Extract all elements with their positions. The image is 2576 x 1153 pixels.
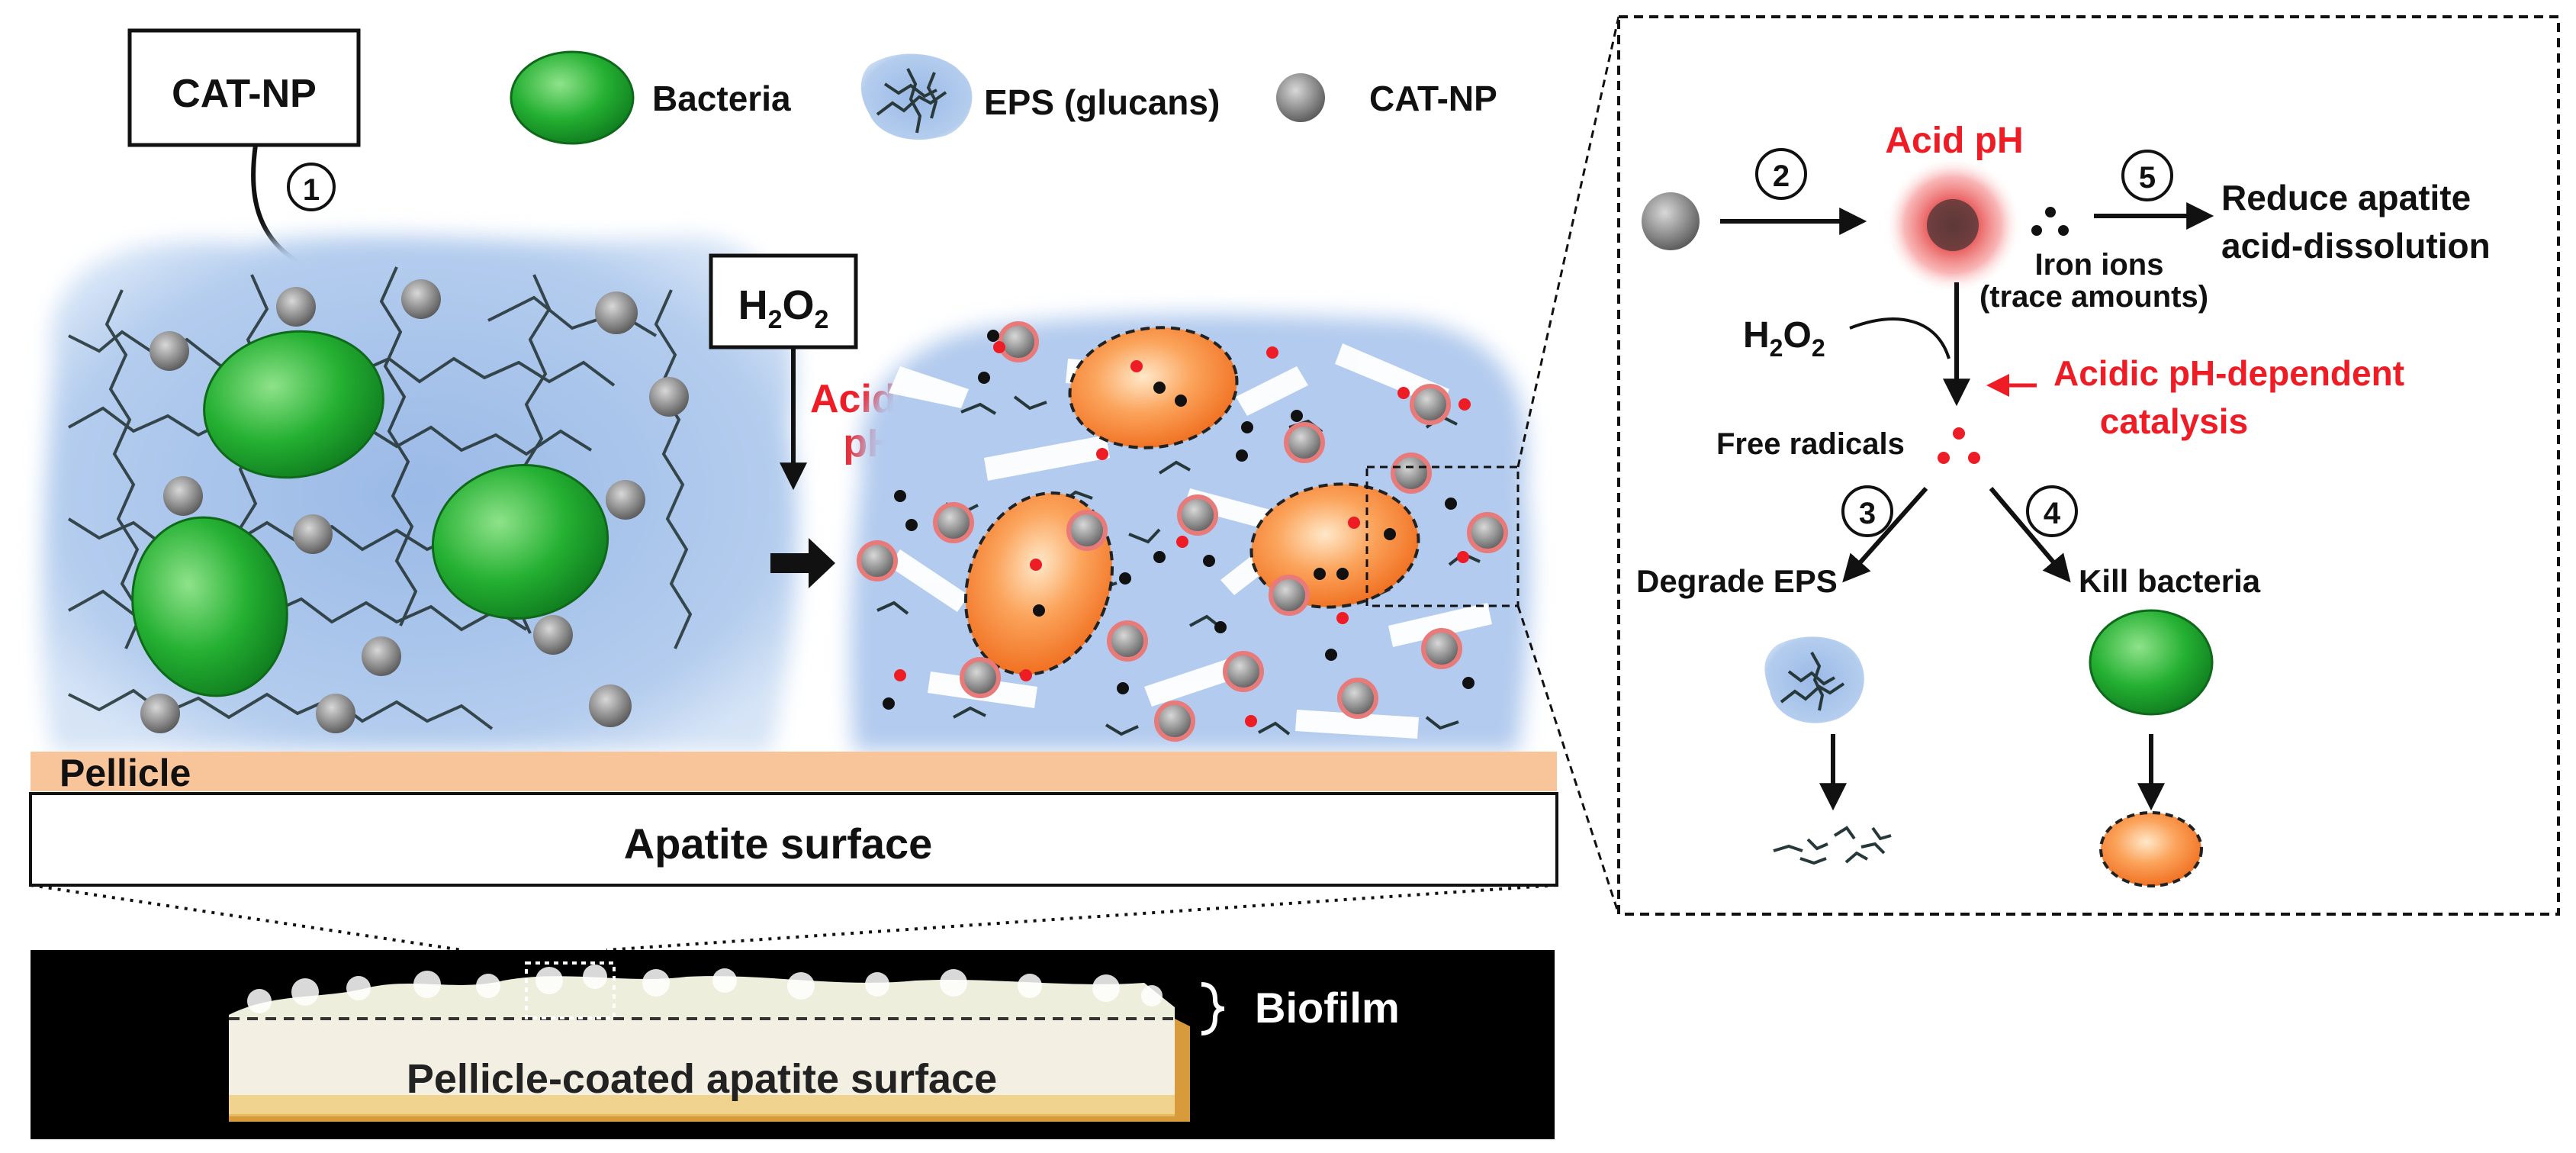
- zoom-h2o2-label: H2O2: [1743, 315, 1825, 362]
- iron-ion-dots: [883, 330, 1475, 710]
- step-5-label: 5: [2139, 161, 2156, 195]
- legend-eps-label: EPS (glucans): [984, 82, 1220, 122]
- step-2-label: 2: [1773, 159, 1790, 193]
- eps-fragments-icon: [1773, 826, 1892, 865]
- transition-arrow: [770, 538, 835, 588]
- catalysis-line2: catalysis: [2100, 401, 2248, 441]
- pellicle-coated-label: Pellicle-coated apatite surface: [407, 1056, 997, 1102]
- acid-ph-label: Acid pH: [1885, 121, 2023, 161]
- legend-eps-icon: [860, 53, 973, 140]
- legend-catnp-icon: [1276, 73, 1325, 122]
- biofilm-after: [850, 16, 1620, 915]
- reduce-apatite-line1: Reduce apatite: [2221, 178, 2471, 217]
- iron-ions-label: Iron ions: [2035, 248, 2164, 282]
- step-3-label: 3: [1859, 497, 1876, 530]
- pellicle-label: Pellicle: [59, 752, 191, 794]
- biofilm-before: [41, 235, 799, 752]
- step-1-marker: [287, 163, 336, 211]
- iron-ions-icon: [2031, 207, 2069, 236]
- apatite-surface: [29, 792, 1558, 887]
- legend: CAT-NP Bacteria EPS (glucans) CAT-NP: [127, 28, 1497, 147]
- zoom-region: [1365, 465, 1520, 607]
- catnp-icon: [1642, 192, 1700, 250]
- trace-amounts-label: (trace amounts): [1979, 280, 2208, 314]
- legend-bacteria-label: Bacteria: [652, 79, 791, 118]
- legend-bacteria-icon: [510, 50, 635, 145]
- dead-bacterium-icon: [2099, 811, 2203, 887]
- degrade-eps-label: Degrade EPS: [1636, 563, 1838, 599]
- bacterium: [431, 464, 609, 620]
- activated-catnp-particles: [857, 321, 1508, 742]
- apatite-surface-label: Apatite surface: [624, 820, 933, 868]
- eps-intact-icon: [1764, 636, 1864, 723]
- free-radical-dots: [894, 341, 1471, 727]
- reduce-apatite-line2: acid-dissolution: [2221, 226, 2491, 266]
- pellicle-layer: [31, 752, 1557, 791]
- catalysis-line1: Acidic pH-dependent: [2053, 353, 2404, 393]
- bacterium: [131, 516, 288, 697]
- legend-catnp-label: CAT-NP: [1369, 79, 1497, 118]
- live-bacterium-icon: [2089, 609, 2214, 716]
- bacterium: [203, 330, 384, 479]
- free-radicals-label: Free radicals: [1716, 427, 1905, 461]
- catnp-particles: [140, 279, 689, 733]
- free-radicals-icon: [1938, 427, 1980, 464]
- h2o2-box: [709, 253, 858, 349]
- biofilm-label: Biofilm: [1255, 984, 1400, 1032]
- h2o2-box-label: H2O2: [738, 282, 829, 334]
- kill-bacteria-label: Kill bacteria: [2079, 563, 2261, 599]
- step-4-label: 4: [2044, 497, 2061, 530]
- catnp-box: [127, 28, 361, 147]
- catnp-box-label: CAT-NP: [172, 72, 317, 116]
- mechanism-panel: 2 Acid pH Iron ions (trace amounts) 5 Re…: [1617, 15, 2560, 916]
- biofilm-photo: Pellicle-coated apatite surface Biofilm: [31, 950, 1555, 1139]
- step-1-label: 1: [303, 173, 320, 207]
